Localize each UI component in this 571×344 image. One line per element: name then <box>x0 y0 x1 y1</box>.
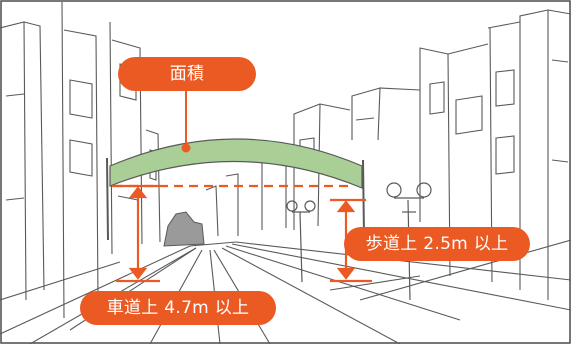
canopy-area <box>109 138 363 189</box>
buildings-left <box>0 1 161 319</box>
sidewalk-dimension <box>330 198 372 283</box>
area-leader-dot <box>181 143 191 153</box>
sidewalk-clearance-label: 歩道上 2.5m 以上 <box>344 227 530 261</box>
area-label: 面積 <box>118 57 256 91</box>
arch-poles <box>106 157 365 241</box>
distant-trees <box>163 211 205 247</box>
roadway-dimension <box>116 186 160 283</box>
roadway-clearance-label: 車道上 4.7m 以上 <box>80 291 276 325</box>
